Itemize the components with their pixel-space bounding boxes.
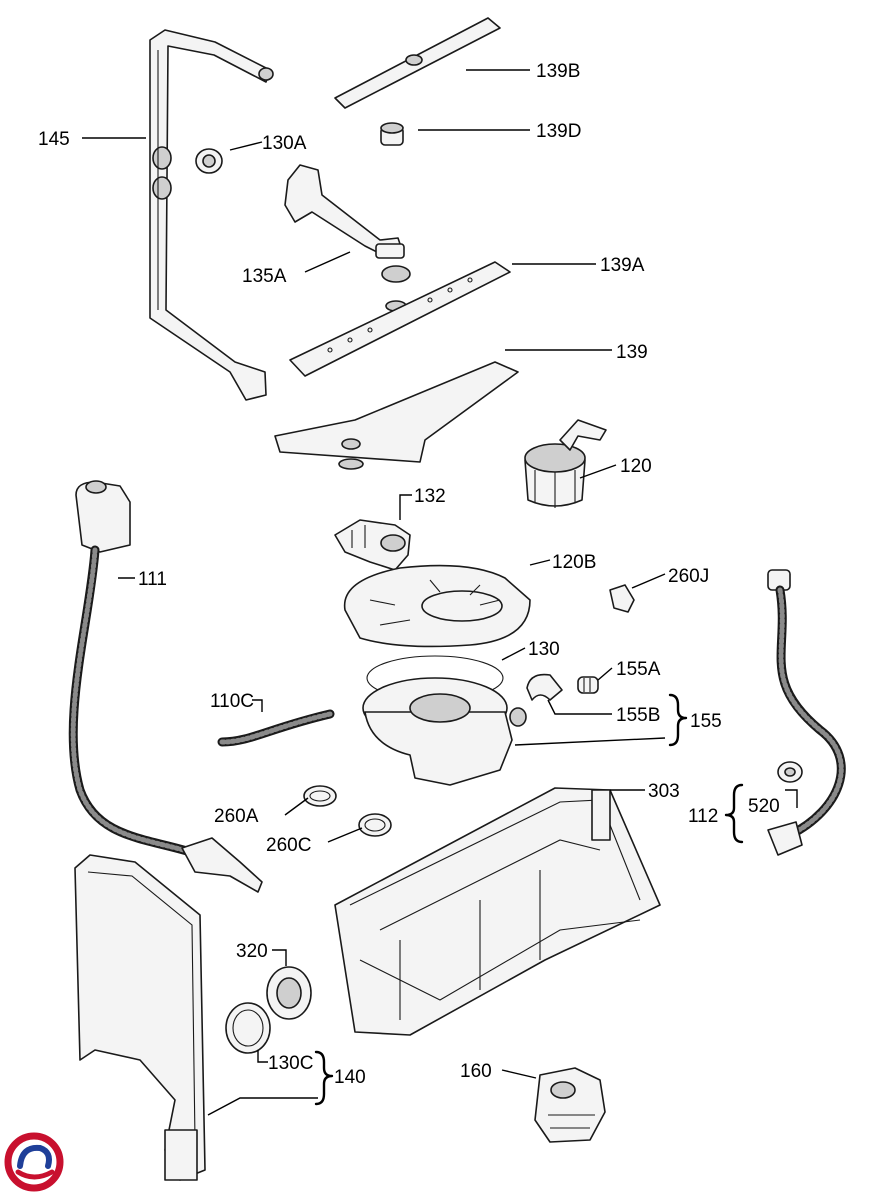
label-130C: 130C xyxy=(268,1053,313,1074)
label-303: 303 xyxy=(648,781,680,802)
label-160: 160 xyxy=(460,1061,492,1082)
label-111: 111 xyxy=(138,569,167,590)
label-145: 145 xyxy=(38,129,70,150)
part-260C-clamp[interactable] xyxy=(358,813,392,837)
label-135A: 135A xyxy=(242,266,287,287)
part-260A-clamp[interactable] xyxy=(303,785,337,807)
brand-logo-icon xyxy=(4,1132,64,1192)
logo-inner-arc xyxy=(17,1144,52,1169)
label-320: 320 xyxy=(236,941,268,962)
part-303-base[interactable] xyxy=(334,787,661,1036)
part-155A-fitting[interactable] xyxy=(577,676,599,694)
label-139A: 139A xyxy=(600,255,645,276)
group-braces xyxy=(314,693,744,1106)
logo-outer-ring xyxy=(4,1132,64,1192)
part-140-side-panel[interactable] xyxy=(74,854,206,1181)
label-112: 112 xyxy=(688,806,718,827)
part-155B-cover[interactable] xyxy=(526,673,563,701)
label-139: 139 xyxy=(616,342,648,363)
label-139D: 139D xyxy=(536,121,581,142)
part-145-supply-tube[interactable] xyxy=(149,29,274,401)
label-110C: 110C xyxy=(210,691,254,712)
part-120B-filter-plate[interactable] xyxy=(343,564,531,648)
part-130A-seal[interactable] xyxy=(195,148,223,174)
label-130: 130 xyxy=(528,639,560,660)
label-155B: 155B xyxy=(616,705,660,726)
part-160-pump[interactable] xyxy=(534,1067,606,1143)
logo-swoosh xyxy=(15,1169,55,1180)
part-112-inlet-hose[interactable] xyxy=(767,569,846,856)
label-260A: 260A xyxy=(214,806,259,827)
part-110C-hose[interactable] xyxy=(217,709,335,747)
label-130A: 130A xyxy=(262,133,307,154)
label-155: 155 xyxy=(690,711,722,732)
part-135A-bracket[interactable] xyxy=(284,164,411,312)
part-labels: 145 130A 139B 139D 135A 139A 139 120 132… xyxy=(38,61,780,1088)
part-139-lower-spray-arm[interactable] xyxy=(274,361,519,470)
part-120-filter[interactable] xyxy=(524,419,607,508)
label-132: 132 xyxy=(414,486,446,507)
part-520-clamp[interactable] xyxy=(777,761,803,783)
label-120: 120 xyxy=(620,456,652,477)
label-139B: 139B xyxy=(536,61,580,82)
leader-lines xyxy=(82,69,798,1116)
part-139B-upper-spray-arm[interactable] xyxy=(334,17,501,109)
label-155A: 155A xyxy=(616,659,661,680)
label-120B: 120B xyxy=(552,552,596,573)
part-111-drain-hose[interactable] xyxy=(68,480,263,893)
label-260C: 260C xyxy=(266,835,311,856)
part-320-seal[interactable] xyxy=(266,966,312,1020)
part-130-sump[interactable] xyxy=(362,655,527,786)
part-130C-gasket[interactable] xyxy=(225,1002,271,1054)
label-260J: 260J xyxy=(668,566,709,587)
part-132-diverter[interactable] xyxy=(334,519,411,571)
label-520: 520 xyxy=(748,796,780,817)
part-139D-nut[interactable] xyxy=(380,122,404,146)
label-140: 140 xyxy=(334,1067,366,1088)
part-139A-middle-spray-arm[interactable] xyxy=(289,261,511,377)
part-260J-clip[interactable] xyxy=(609,584,635,613)
